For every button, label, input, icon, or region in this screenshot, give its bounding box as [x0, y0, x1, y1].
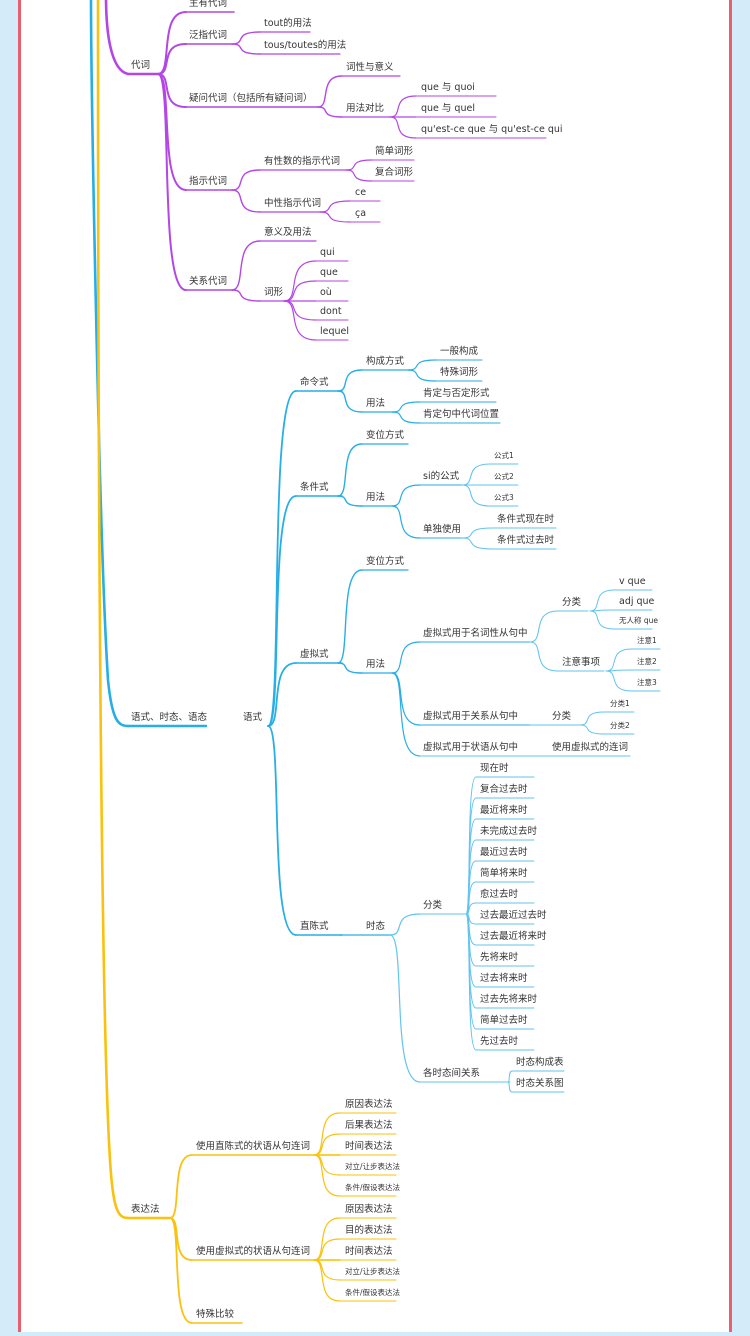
node-simple-form[interactable]: 简单词形 — [375, 146, 414, 157]
node-dont[interactable]: dont — [320, 306, 342, 317]
node-tense-relations[interactable]: 各时态间关系 — [423, 1068, 481, 1079]
node-subj-cause[interactable]: 原因表达法 — [345, 1204, 393, 1215]
node-special-form[interactable]: 特殊词形 — [440, 367, 479, 378]
node-passe-simple[interactable]: 简单过去时 — [480, 1015, 528, 1026]
node-lequel[interactable]: lequel — [320, 326, 350, 337]
node-impersonal-que[interactable]: 无人称 que — [619, 616, 659, 625]
node-class-1[interactable]: 分类1 — [610, 699, 630, 708]
node-tout-usage[interactable]: tout的用法 — [264, 18, 312, 29]
node-note-1[interactable]: 注意1 — [637, 636, 657, 645]
node-ind-cause[interactable]: 原因表达法 — [345, 1099, 393, 1110]
node-demonstrative-pronoun[interactable]: 指示代词 — [189, 176, 228, 187]
node-indicative-conjunctions[interactable]: 使用直陈式的状语从句连词 — [196, 1141, 311, 1152]
node-note-2[interactable]: 注意2 — [637, 657, 657, 666]
node-conditional[interactable]: 条件式 — [300, 482, 329, 493]
node-passe-compose[interactable]: 复合过去时 — [480, 784, 528, 795]
node-tous-usage[interactable]: tous/toutes的用法 — [264, 40, 347, 51]
node-tense-formation-table[interactable]: 时态构成表 — [516, 1057, 564, 1068]
node-futur-simple[interactable]: 简单将来时 — [480, 868, 528, 879]
node-qui[interactable]: qui — [320, 247, 335, 258]
node-subj-time[interactable]: 时间表达法 — [345, 1246, 393, 1257]
node-ou[interactable]: où — [320, 287, 332, 298]
node-plus-que-parfait[interactable]: 愈过去时 — [480, 889, 519, 900]
node-tense-relation-chart[interactable]: 时态关系图 — [516, 1078, 564, 1089]
node-imparfait[interactable]: 未完成过去时 — [480, 826, 538, 837]
node-expression[interactable]: 表达法 — [131, 1204, 160, 1215]
node-futur-proche-passe[interactable]: 过去最近将来时 — [480, 931, 547, 942]
node-possessive-pronoun[interactable]: 主有代词 — [189, 0, 228, 9]
node-ind-opposition[interactable]: 对立/让步表达法 — [345, 1162, 401, 1171]
node-subj-opposition[interactable]: 对立/让步表达法 — [345, 1267, 401, 1276]
node-notes[interactable]: 注意事项 — [562, 657, 601, 668]
node-relative-meaning[interactable]: 意义及用法 — [264, 227, 312, 238]
node-quest-ce-que-qui[interactable]: qu'est-ce que 与 qu'est-ce qui — [421, 124, 563, 135]
node-relative-forms[interactable]: 词形 — [264, 287, 284, 298]
node-que-quel[interactable]: que 与 quel — [421, 103, 475, 114]
node-futur-anterieur[interactable]: 先将来时 — [480, 952, 519, 963]
node-gendered-demonstrative[interactable]: 有性数的指示代词 — [264, 156, 341, 167]
node-si-formula[interactable]: si的公式 — [423, 471, 460, 482]
node-pronoun[interactable]: 代词 — [131, 60, 151, 71]
node-que[interactable]: que — [320, 267, 338, 278]
node-passe-anterieur[interactable]: 先过去时 — [480, 1036, 519, 1047]
node-mood-tense-voice[interactable]: 语式、时态、语态 — [131, 712, 208, 723]
node-present[interactable]: 现在时 — [480, 763, 509, 774]
node-pronoun-position[interactable]: 肯定句中代词位置 — [423, 409, 500, 420]
node-general-formation[interactable]: 一般构成 — [440, 346, 479, 357]
node-tense[interactable]: 时态 — [366, 921, 386, 932]
node-ce[interactable]: ce — [355, 187, 367, 198]
node-tense-classify[interactable]: 分类 — [423, 900, 443, 911]
node-formula-3[interactable]: 公式3 — [494, 493, 514, 502]
node-used-alone[interactable]: 单独使用 — [423, 524, 462, 535]
node-formula-2[interactable]: 公式2 — [494, 472, 514, 481]
node-subj-condition[interactable]: 条件/假设表达法 — [345, 1288, 401, 1297]
node-passe-recent[interactable]: 最近过去时 — [480, 847, 528, 858]
node-affirmative-negative[interactable]: 肯定与否定形式 — [423, 388, 490, 399]
node-subjunctive-conjugation[interactable]: 变位方式 — [366, 556, 405, 567]
node-adj-que[interactable]: adj que — [619, 596, 655, 607]
node-indicative[interactable]: 直陈式 — [300, 921, 329, 932]
node-relative-classify[interactable]: 分类 — [552, 711, 572, 722]
node-ca[interactable]: ça — [355, 208, 367, 219]
node-imperative-formation[interactable]: 构成方式 — [366, 356, 405, 367]
node-que-quoi[interactable]: que 与 quoi — [421, 82, 475, 93]
node-mood[interactable]: 语式 — [243, 712, 263, 723]
node-futur-anterieur-passe[interactable]: 过去先将来时 — [480, 994, 538, 1005]
node-relative-pronoun[interactable]: 关系代词 — [189, 276, 228, 287]
node-passe-recent-passe[interactable]: 过去最近过去时 — [480, 910, 547, 921]
node-special-comparison[interactable]: 特殊比较 — [196, 1309, 235, 1320]
node-formula-1[interactable]: 公式1 — [494, 451, 514, 460]
node-compound-form[interactable]: 复合词形 — [375, 167, 414, 178]
node-relative-clause[interactable]: 虚拟式用于关系从句中 — [423, 711, 519, 722]
node-noun-clause[interactable]: 虚拟式用于名词性从句中 — [423, 628, 528, 639]
node-conditional-past[interactable]: 条件式过去时 — [497, 535, 555, 546]
node-subjunctive-conjunctions-group[interactable]: 使用虚拟式的状语从句连词 — [196, 1246, 311, 1257]
node-interrogative-pronoun[interactable]: 疑问代词（包括所有疑问词） — [189, 93, 313, 104]
node-conditional-usage[interactable]: 用法 — [366, 492, 386, 503]
node-subj-purpose[interactable]: 目的表达法 — [345, 1225, 393, 1236]
node-noun-classify[interactable]: 分类 — [562, 597, 582, 608]
node-imperative[interactable]: 命令式 — [300, 377, 329, 388]
node-neutral-demonstrative[interactable]: 中性指示代词 — [264, 198, 322, 209]
node-note-3[interactable]: 注意3 — [637, 678, 657, 687]
node-subjunctive-conjunctions[interactable]: 使用虚拟式的连词 — [552, 742, 629, 753]
node-indefinite-pronoun[interactable]: 泛指代词 — [189, 30, 228, 41]
node-v-que[interactable]: v que — [619, 576, 646, 587]
node-adverbial-clause[interactable]: 虚拟式用于状语从句中 — [423, 742, 519, 753]
node-usage-compare[interactable]: 用法对比 — [346, 103, 385, 114]
node-subjunctive[interactable]: 虚拟式 — [300, 649, 329, 660]
node-nature-meaning[interactable]: 词性与意义 — [346, 62, 394, 73]
node-subjunctive-usage[interactable]: 用法 — [366, 659, 386, 670]
node-futur-dans-le-passe[interactable]: 过去将来时 — [480, 973, 528, 984]
node-futur-proche[interactable]: 最近将来时 — [480, 805, 528, 816]
node-imperative-usage[interactable]: 用法 — [366, 398, 386, 409]
node-conditional-present[interactable]: 条件式现在时 — [497, 514, 555, 525]
node-class-2[interactable]: 分类2 — [610, 721, 630, 730]
node-ind-consequence[interactable]: 后果表达法 — [345, 1120, 393, 1131]
node-conditional-conjugation[interactable]: 变位方式 — [366, 430, 405, 441]
node-ind-condition[interactable]: 条件/假设表达法 — [345, 1183, 401, 1192]
node-ind-time[interactable]: 时间表达法 — [345, 1141, 393, 1152]
